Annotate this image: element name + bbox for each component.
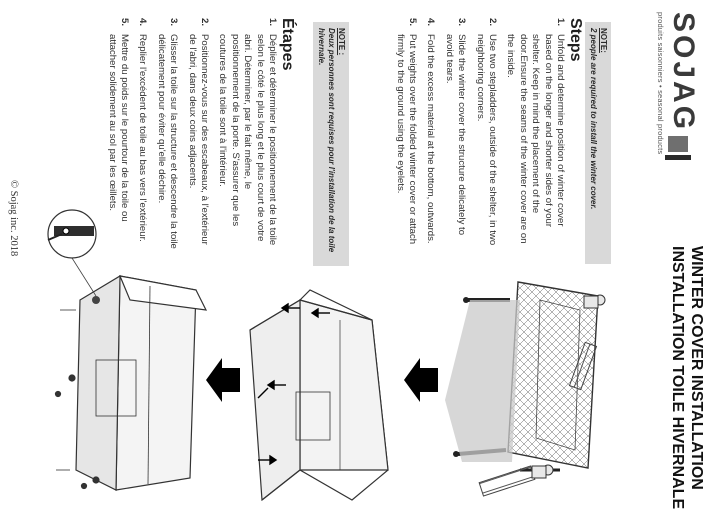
gazebo-frame-figure	[445, 281, 606, 497]
cover-sliding-figure	[249, 289, 389, 502]
eyelet-detail-figure	[47, 209, 100, 304]
arrow-right-icon	[206, 358, 240, 402]
arrow-right-icon	[404, 358, 438, 402]
cover-installed-figure	[54, 274, 208, 491]
